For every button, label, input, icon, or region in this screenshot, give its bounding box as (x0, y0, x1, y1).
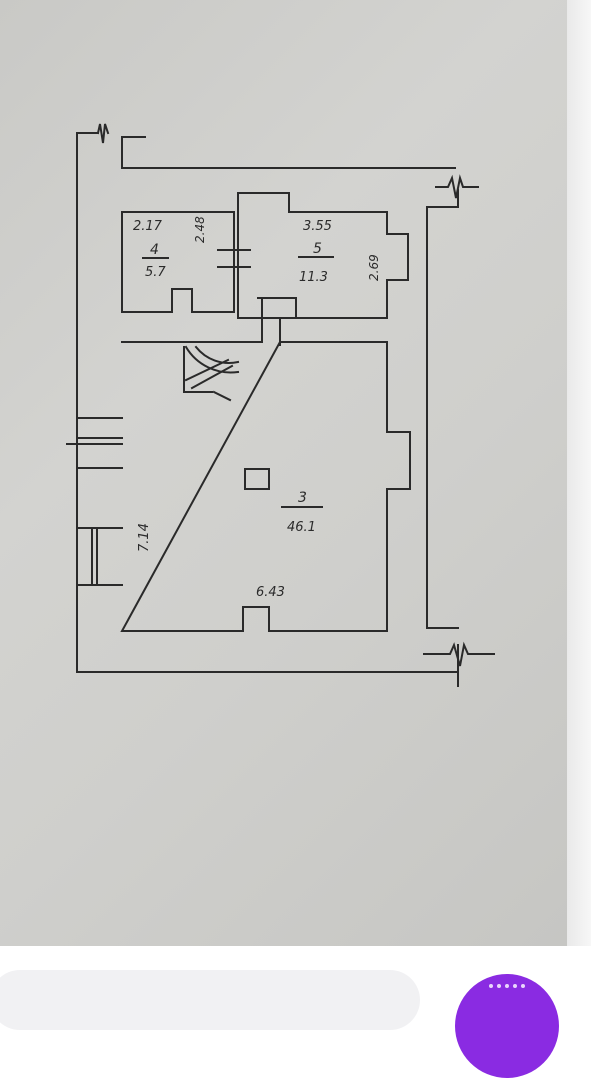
break-mark (423, 641, 495, 667)
room-3-width: 6.43 (256, 585, 285, 600)
room-3-area: 46.1 (287, 520, 316, 535)
window (76, 527, 123, 586)
corridor (257, 297, 297, 346)
stair (184, 345, 240, 374)
room-5-area: 11.3 (299, 270, 328, 285)
room-4-depth: 2.48 (193, 216, 207, 243)
outer-wall (426, 189, 459, 629)
room-4-walls (121, 211, 235, 313)
floor-plan-drawing: 2.17 2.48 4 5.7 3.55 2.69 5 11.3 3 46.1 … (66, 123, 495, 687)
bottom-bar (0, 946, 591, 1078)
message-input-bar[interactable] (0, 970, 420, 1030)
doorway (217, 249, 251, 268)
stair (194, 345, 240, 364)
break-mark (435, 174, 479, 199)
floating-action-button[interactable] (455, 974, 559, 1078)
room-3-depth: 7.14 (137, 523, 152, 552)
column (244, 468, 270, 490)
floor-plan-photo: 2.17 2.48 4 5.7 3.55 2.69 5 11.3 3 46.1 … (0, 0, 567, 946)
window (91, 527, 98, 586)
room-4-width: 2.17 (133, 219, 163, 234)
room-4-number: 4 (150, 242, 159, 258)
outer-wall (76, 132, 459, 673)
room-3-number: 3 (298, 490, 307, 506)
stair (184, 358, 234, 402)
break-mark (96, 123, 110, 144)
dots-icon (485, 984, 529, 996)
outer-wall (121, 136, 456, 169)
room-5-depth: 2.69 (367, 254, 381, 281)
room-5-walls (237, 192, 409, 319)
room-5-number: 5 (313, 241, 322, 257)
image-edge (567, 0, 591, 946)
room-5-width: 3.55 (303, 219, 332, 234)
room-3-walls (120, 341, 411, 632)
window (76, 417, 123, 469)
room-4-area: 5.7 (145, 265, 166, 280)
stair (183, 346, 213, 393)
